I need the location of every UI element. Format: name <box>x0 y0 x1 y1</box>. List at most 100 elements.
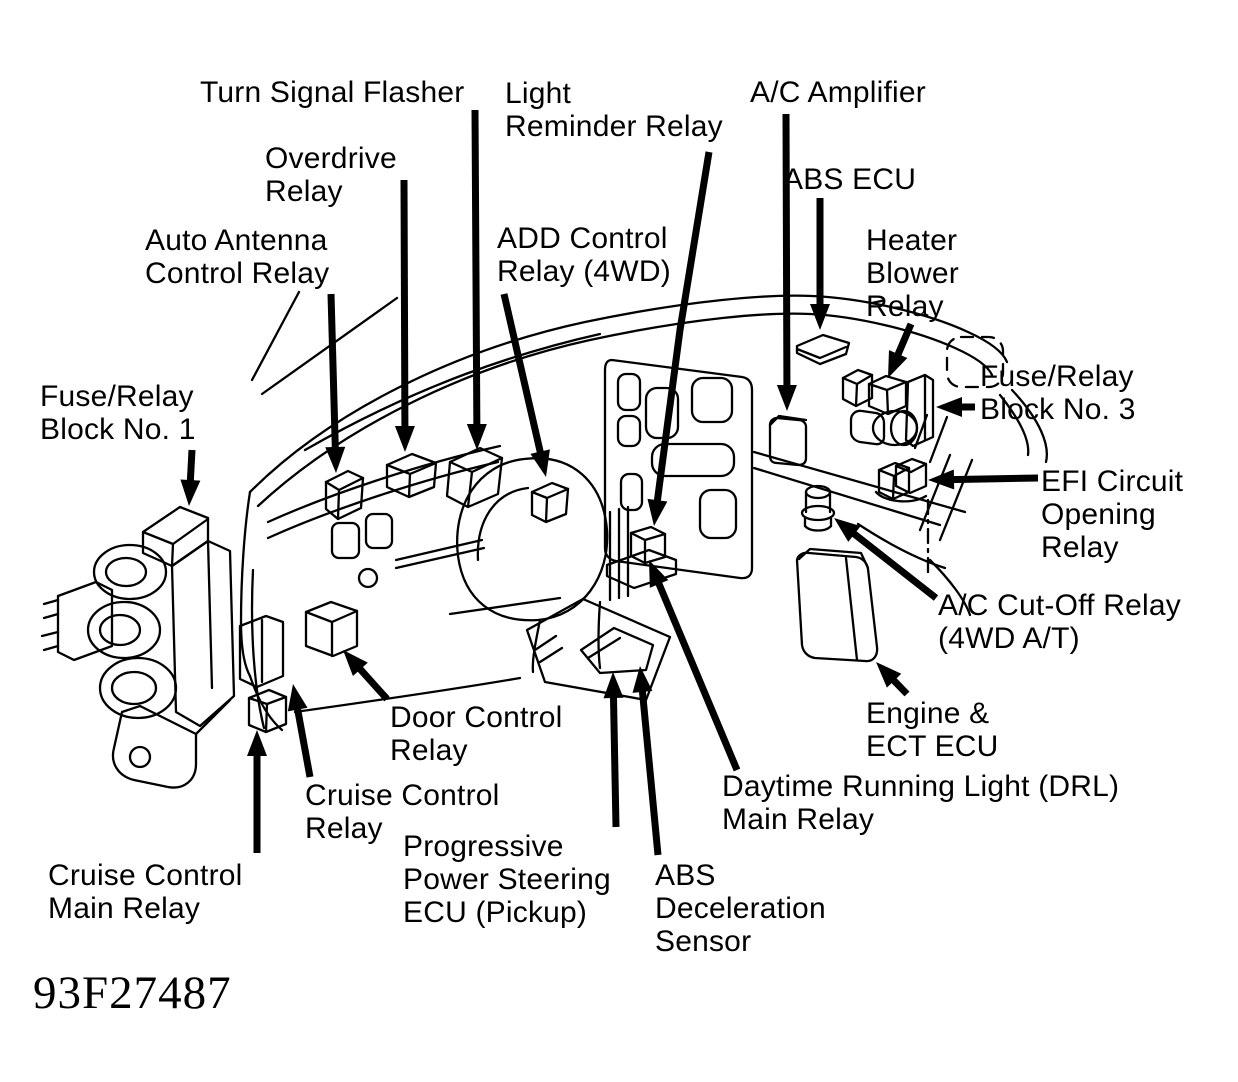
callout-label-line: (4WD A/T) <box>938 622 1080 655</box>
light-reminder-relay-component <box>605 525 678 590</box>
callout-arrow-light-reminder-relay <box>653 151 713 505</box>
instrument-cluster <box>330 358 754 589</box>
callout-arrowhead-abs-deceleration-sensor <box>632 666 653 693</box>
callout-arrowhead-efi-circuit-opening-relay <box>928 469 955 490</box>
callout-label-line: ECT ECU <box>866 730 999 763</box>
ac-amplifier-component <box>795 333 851 366</box>
callout-arrowhead-ac-amplifier <box>776 384 797 411</box>
callout-arrowhead-light-reminder-relay <box>647 498 668 526</box>
callout-arrow-cruise-control-relay <box>293 705 314 778</box>
callout-label-line: Engine & <box>866 697 990 730</box>
callout-label-ac-cut-off-relay-4wd-at: A/C Cut-Off Relay(4WD A/T) <box>938 589 1181 655</box>
steering-column <box>456 457 630 674</box>
callout-label-line: Fuse/Relay <box>40 380 194 413</box>
callout-label-line: ABS ECU <box>783 163 917 196</box>
callout-label-line: Control Relay <box>145 257 330 290</box>
callout-label-line: Daytime Running Light (DRL) <box>722 770 1120 803</box>
callout-label-line: Relay (4WD) <box>497 255 671 288</box>
callout-arrow-ac-amplifier <box>782 113 791 390</box>
callout-label-line: Relay <box>390 734 468 767</box>
callout-label-line: A/C Amplifier <box>750 76 926 109</box>
callout-label-line: Opening <box>1041 498 1156 531</box>
efi-relay-component <box>874 457 928 503</box>
callout-label-line: Power Steering <box>403 863 611 896</box>
callout-arrowhead-fuse-relay-block-no-3 <box>936 397 962 417</box>
abs-ecu-component <box>768 414 808 467</box>
callout-label-line: Deceleration <box>655 892 826 925</box>
callout-label-line: Overdrive <box>265 142 397 175</box>
dash-right-details <box>752 298 1048 617</box>
callout-arrow-fuse-relay-block-no-1 <box>186 449 196 485</box>
callout-arrow-auto-antenna-control-relay <box>327 293 339 452</box>
callout-arrow-ac-cut-off-relay-4wd-at <box>849 528 939 601</box>
add-control-relay-component <box>530 481 570 524</box>
callout-label-engine-ect-ecu: Engine &ECT ECU <box>866 697 999 763</box>
callout-label-line: ABS <box>655 859 716 892</box>
callout-label-line: Door Control <box>390 701 563 734</box>
callout-label-line: Auto Antenna <box>145 224 328 257</box>
callout-label-line: A/C Cut-Off Relay <box>938 589 1181 622</box>
engine-ect-ecu-component <box>795 547 879 663</box>
callout-label-line: ECU (Pickup) <box>403 896 588 929</box>
callout-arrowhead-heater-blower-relay <box>888 350 908 378</box>
callout-arrow-progressive-power-steering-ecu-pickup <box>609 693 620 828</box>
callout-arrows <box>180 109 1039 856</box>
callout-arrowhead-cruise-control-relay <box>287 684 308 712</box>
callout-label-line: Turn Signal Flasher <box>200 76 465 109</box>
callout-label-line: Sensor <box>655 925 752 958</box>
ac-cutoff-relay-component <box>800 484 836 532</box>
callout-label-line: Main Relay <box>722 803 875 836</box>
callout-arrow-door-control-relay <box>355 664 390 702</box>
callout-label-line: Main Relay <box>48 892 201 925</box>
fuse-relay-block-1-component <box>40 505 236 789</box>
callout-arrowhead-fuse-relay-block-no-1 <box>180 479 201 506</box>
callout-label-line: Relay <box>265 175 343 208</box>
callout-arrowhead-engine-ect-ecu <box>876 662 902 688</box>
callout-arrow-turn-signal-flasher <box>471 109 481 429</box>
overdrive-relay-component <box>385 452 438 499</box>
callout-arrowhead-daytime-running-light-drl-main-relay <box>649 560 669 588</box>
figure-code: 93F27487 <box>33 967 232 1019</box>
callout-arrow-overdrive-relay <box>400 179 409 431</box>
lower-left-relay-components <box>238 600 359 734</box>
callout-label-line: Cruise Control <box>48 859 243 892</box>
callout-label-line: Blower <box>866 257 959 290</box>
callout-label-turn-signal-flasher: Turn Signal Flasher <box>200 76 464 109</box>
callout-label-line: Light <box>505 77 572 110</box>
callout-arrow-abs-deceleration-sensor <box>638 687 662 856</box>
callout-arrowhead-abs-ecu <box>810 304 830 330</box>
callout-arrowhead-cruise-control-main-relay <box>247 730 267 756</box>
callout-arrowhead-progressive-power-steering-ecu-pickup <box>603 672 624 699</box>
callout-label-line: Cruise Control <box>305 779 500 812</box>
callout-arrow-add-control-relay-4wd <box>500 293 545 457</box>
callout-label-line: ADD Control <box>497 222 668 255</box>
callout-arrowhead-overdrive-relay <box>394 425 415 452</box>
callout-label-line: Relay <box>305 812 383 845</box>
callout-arrowhead-add-control-relay-4wd <box>530 449 550 477</box>
callout-label-line: Reminder Relay <box>505 110 723 143</box>
callout-label-line: Fuse/Relay <box>980 360 1134 393</box>
callout-arrowhead-ac-cut-off-relay-4wd-at <box>834 518 861 542</box>
callout-label-abs-ecu: ABS ECU <box>783 163 916 196</box>
callout-arrow-daytime-running-light-drl-main-relay <box>654 578 741 772</box>
callout-label-ac-amplifier: A/C Amplifier <box>750 76 926 109</box>
callout-arrowhead-turn-signal-flasher <box>466 423 487 450</box>
callout-arrowhead-door-control-relay <box>343 650 368 677</box>
callout-label-line: Block No. 1 <box>40 413 196 446</box>
ps-ecu-component <box>525 597 672 702</box>
callout-label-line: EFI Circuit <box>1041 465 1184 498</box>
callout-label-line: Block No. 3 <box>980 393 1136 426</box>
